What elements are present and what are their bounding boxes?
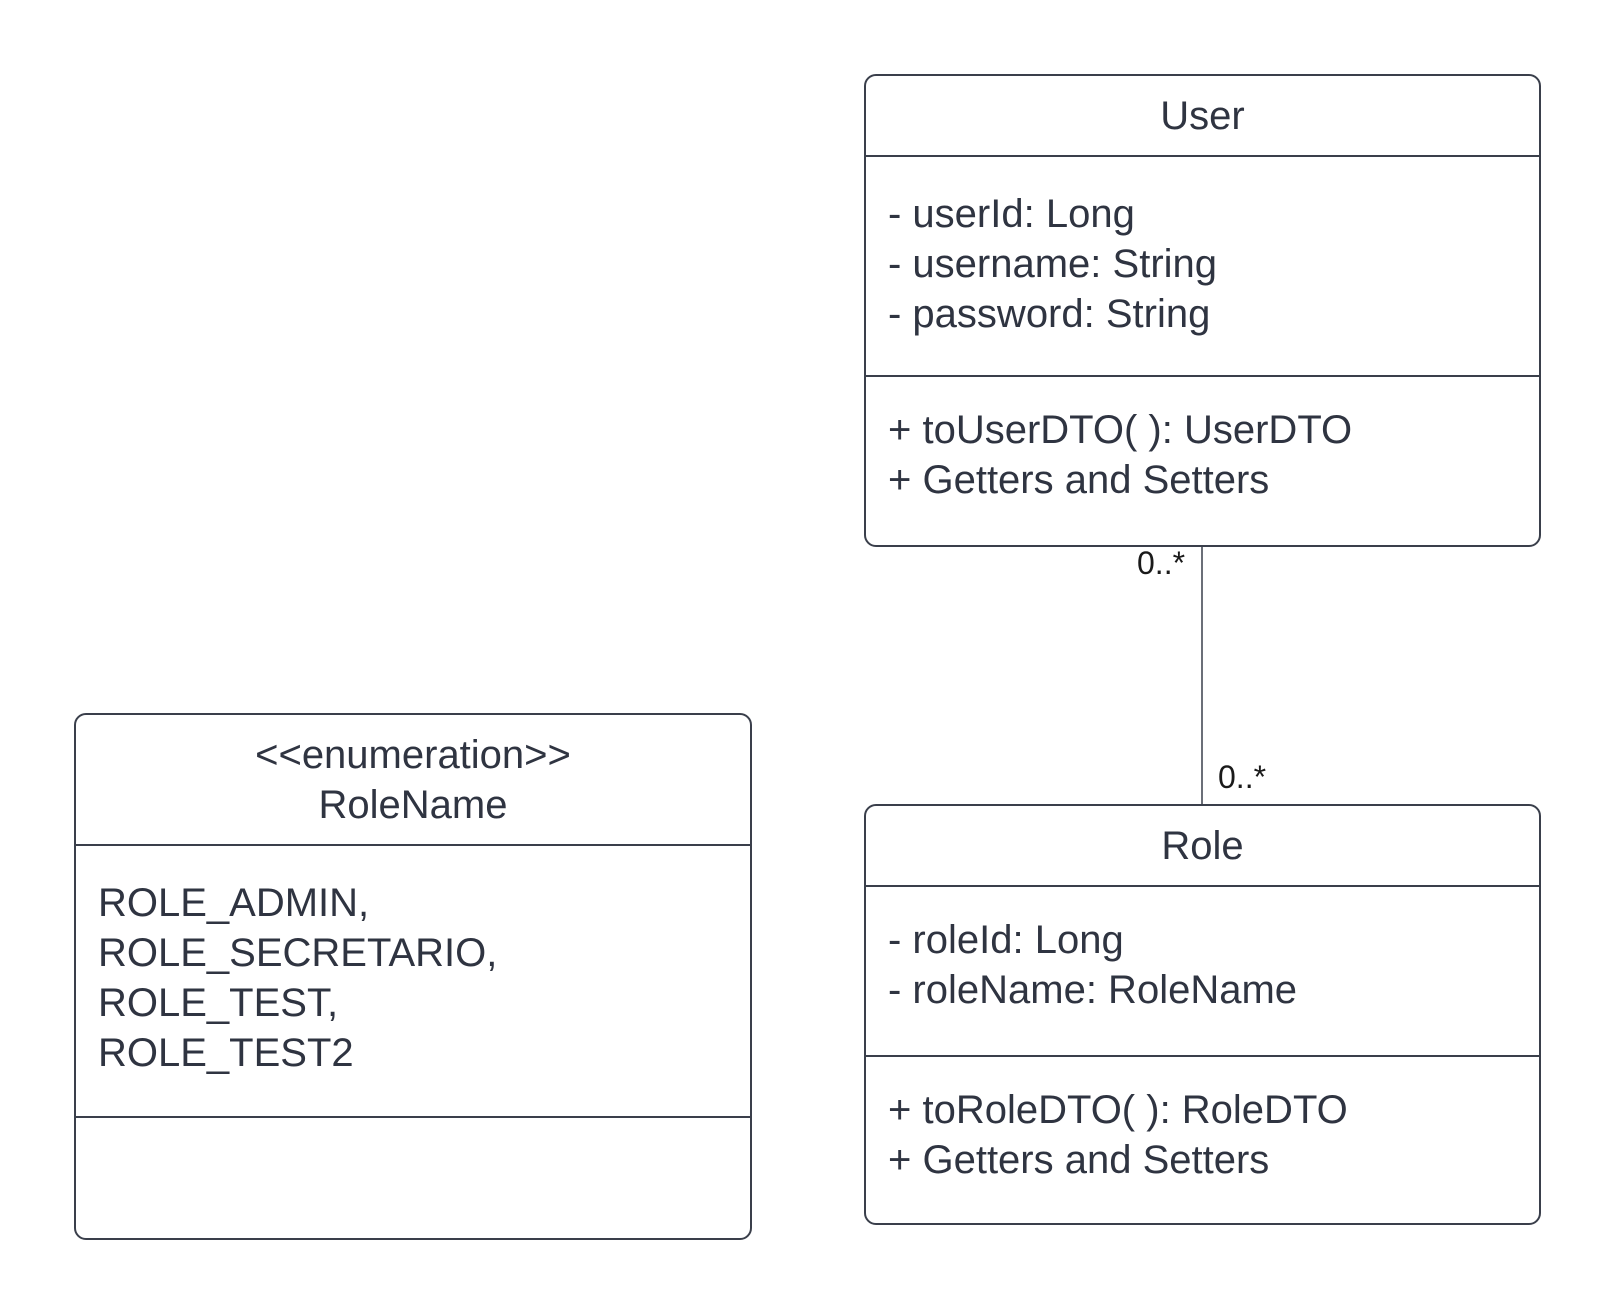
enum-name: RoleName [318,782,508,827]
rolename-enum-box[interactable]: <<enumeration>> RoleName ROLE_ADMIN, ROL… [74,713,752,1240]
role-attribute: - roleName: RoleName [888,968,1298,1012]
rolename-enum-header: <<enumeration>> RoleName [76,715,750,846]
role-operation: + Getters and Setters [888,1138,1270,1182]
enum-literal: ROLE_SECRETARIO, [98,931,498,975]
user-multiplicity-label: 0..* [1137,545,1186,581]
role-attributes-compartment: - roleId: Long - roleName: RoleName [866,887,1539,1057]
user-attribute: - username: String [888,242,1218,286]
enum-operations-compartment [76,1118,750,1238]
enum-literals-compartment: ROLE_ADMIN, ROLE_SECRETARIO, ROLE_TEST, … [76,846,750,1118]
user-operation: + toUserDTO( ): UserDTO [888,408,1353,452]
enum-literal: ROLE_TEST, [98,981,339,1025]
role-multiplicity-label: 0..* [1218,759,1267,795]
user-attribute: - password: String [888,292,1211,336]
enum-stereotype: <<enumeration>> [255,732,571,777]
role-class-name: Role [1161,823,1244,868]
enum-literal: ROLE_ADMIN, [98,881,370,925]
enum-literal: ROLE_TEST2 [98,1031,354,1075]
association-line [1201,547,1203,804]
role-operations-compartment: + toRoleDTO( ): RoleDTO + Getters and Se… [866,1057,1539,1223]
user-operations-compartment: + toUserDTO( ): UserDTO + Getters and Se… [866,377,1539,545]
user-class-box[interactable]: User - userId: Long - username: String -… [864,74,1541,547]
user-attributes-compartment: - userId: Long - username: String - pass… [866,157,1539,377]
user-operation: + Getters and Setters [888,458,1270,502]
role-operation: + toRoleDTO( ): RoleDTO [888,1088,1348,1132]
user-class-header: User [866,76,1539,157]
user-class-name: User [1160,93,1245,138]
role-attribute: - roleId: Long [888,918,1124,962]
role-class-box[interactable]: Role - roleId: Long - roleName: RoleName… [864,804,1541,1225]
role-class-header: Role [866,806,1539,887]
user-attribute: - userId: Long [888,192,1135,236]
